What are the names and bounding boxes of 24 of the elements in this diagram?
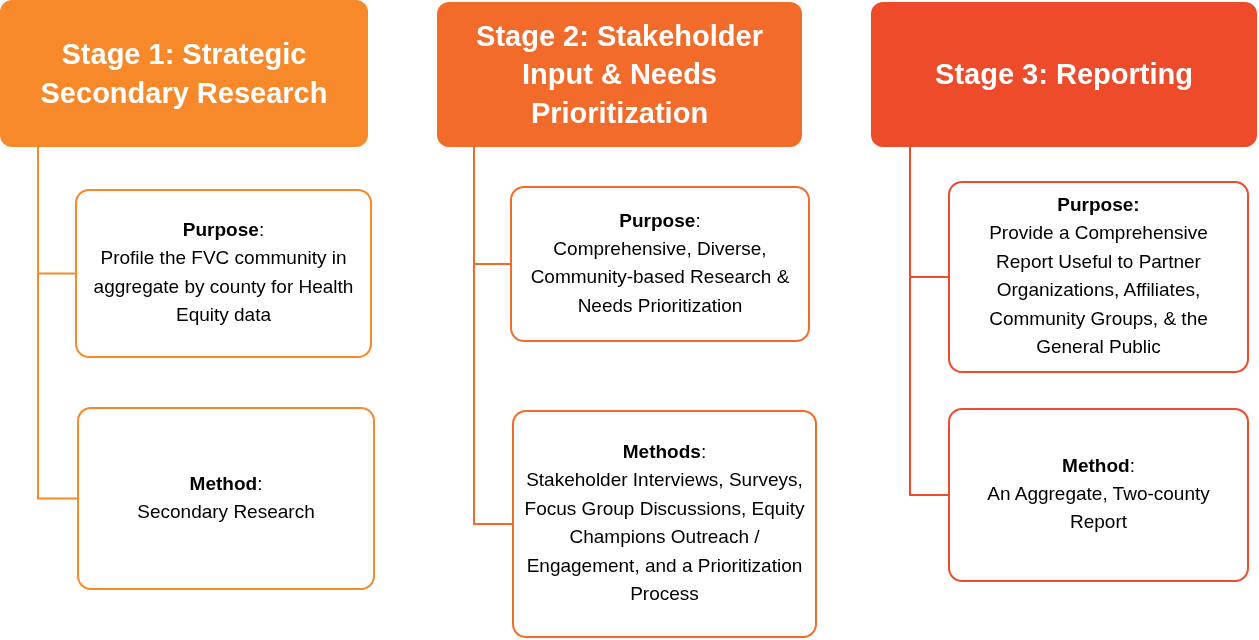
box-text: Provide a Comprehensive Report Useful to Partner Organizations, Affiliates, Community Groups, & the General Public [988, 221, 1209, 360]
box-text: Secondary Research [137, 499, 315, 524]
box-heading: Methods: [622, 440, 707, 465]
stage-header [0, 0, 368, 147]
stage-header [871, 2, 1257, 147]
box-text: Stakeholder Interviews, Surveys, Focus Group Discussions, Equity Champions Outreach / Engagement, and a Prioritization Process [524, 468, 805, 607]
box-text: Comprehensive, Diverse, Community-based Research & Needs Prioritization [529, 236, 791, 318]
stage-title: Stage 3: Reporting [935, 57, 1193, 93]
box-heading: Purpose: [619, 208, 701, 233]
stage-title: Stage 1: Strategic Secondary Research [39, 36, 329, 111]
box-heading: Purpose: [1057, 193, 1140, 218]
info-box [948, 408, 1249, 582]
info-box [948, 181, 1249, 373]
box-heading: Purpose: [182, 218, 265, 243]
box-text: Profile the FVC community in aggregate by county for Health Equity data [92, 246, 355, 328]
info-box [510, 186, 810, 342]
info-box [75, 189, 372, 358]
box-heading: Method: [1062, 454, 1135, 479]
info-box [77, 407, 375, 590]
info-box [512, 410, 817, 638]
stage-header [437, 2, 802, 147]
box-heading: Method: [189, 471, 263, 496]
box-text: An Aggregate, Two-county Report [986, 481, 1211, 535]
stage-title: Stage 2: Stakeholder Input & Needs Prioritization [475, 18, 764, 131]
